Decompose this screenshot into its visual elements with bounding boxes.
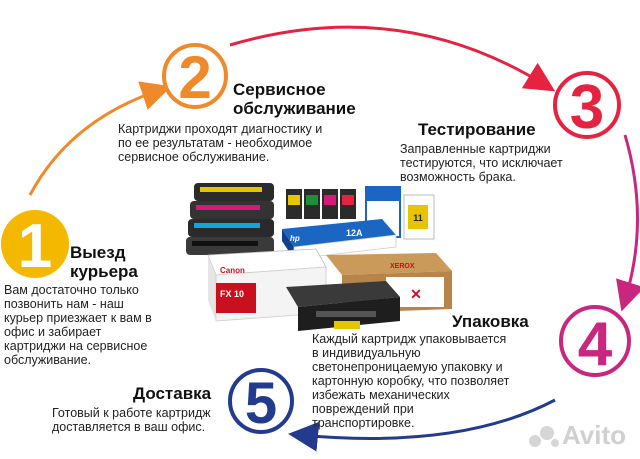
step-1-number-icon: 1 — [1, 210, 69, 281]
step-5-description: Готовый к работе картридж доставляется в… — [52, 406, 211, 434]
step-4-title-line-1: Упаковка — [452, 312, 529, 331]
arrow-3-to-4 — [616, 134, 640, 312]
step-5-title: Доставка — [133, 384, 211, 403]
toner-cartridge-icon — [286, 281, 400, 331]
arrow-2-to-3 — [229, 25, 556, 92]
step-5-title-line-1: Доставка — [133, 384, 212, 403]
step-1-title-line-2: курьера — [70, 262, 138, 281]
step-3-number-icon: 3 — [553, 71, 621, 140]
svg-text:5: 5 — [245, 371, 277, 434]
step-4-title: Упаковка — [452, 312, 529, 331]
svg-text:11: 11 — [413, 213, 423, 223]
step-3-description: Заправленные картриджи тестируются, что … — [400, 142, 563, 184]
step-1-description: Вам достаточно только позвонить нам - на… — [4, 283, 152, 367]
avito-logo-icon — [529, 426, 559, 447]
svg-text:4: 4 — [578, 310, 613, 378]
step-3-title-line-1: Тестирование — [418, 120, 536, 139]
ink-cartridges-icon — [286, 189, 356, 219]
step-3-title: Тестирование — [418, 120, 536, 139]
step-4-description: Каждый картридж упаковывается в индивиду… — [312, 332, 510, 430]
step-2-description: Картриджи проходят диагностику и по ее р… — [118, 122, 323, 164]
arrow-1-to-2 — [28, 81, 172, 196]
stacked-cartridges-icon — [186, 183, 274, 255]
step-1-title-line-1: Выезд — [70, 243, 126, 262]
avito-watermark: Avito — [562, 420, 627, 450]
step-2-title-line-2: обслуживание — [233, 99, 356, 118]
svg-text:✕: ✕ — [410, 286, 422, 302]
svg-text:1: 1 — [18, 212, 52, 281]
svg-text:XEROX: XEROX — [390, 263, 415, 270]
svg-text:hp: hp — [290, 234, 300, 243]
svg-text:FX 10: FX 10 — [220, 289, 244, 299]
cartridges-image: 11 hp 12A Canon FX 10 XEROX ✕ — [186, 183, 452, 331]
step-2-title-line-1: Сервисное — [233, 80, 326, 99]
step-2-number-icon: 2 — [162, 43, 228, 109]
hp-toner-box-icon: hp 12A — [282, 219, 397, 260]
svg-text:Canon: Canon — [220, 266, 245, 275]
step-4-number-icon: 4 — [559, 305, 631, 378]
svg-text:3: 3 — [570, 73, 604, 140]
step-1-title: Выезд курьера — [70, 243, 138, 281]
svg-text:2: 2 — [178, 44, 211, 109]
step-5-number-icon: 5 — [228, 368, 294, 434]
arrow-4-to-5 — [288, 398, 556, 452]
svg-text:12A: 12A — [346, 228, 363, 238]
step-2-title: Сервисное обслуживание — [233, 80, 356, 118]
